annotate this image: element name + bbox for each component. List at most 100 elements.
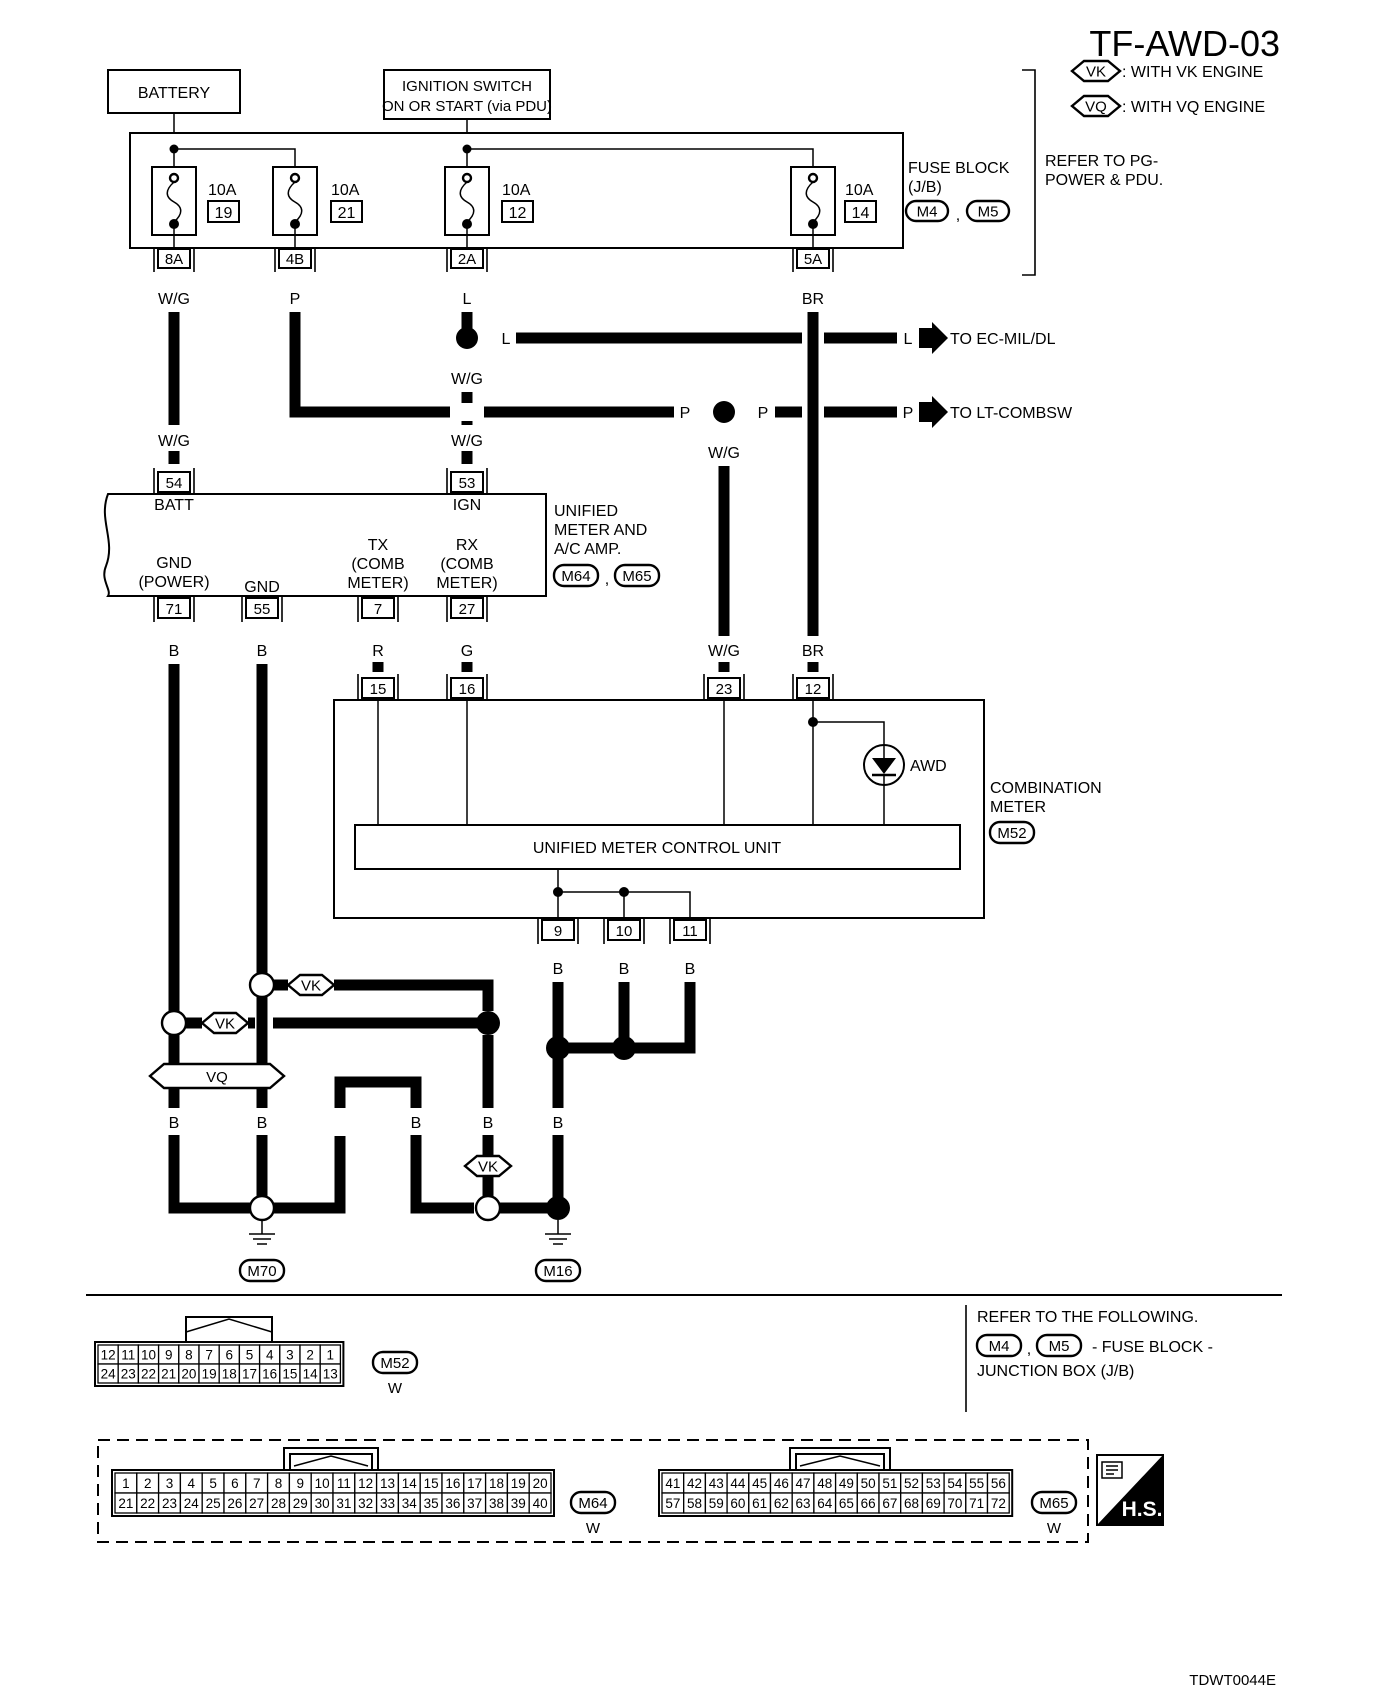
connector-m65-pin: 57 [665, 1496, 680, 1511]
gnd-wire-label-2: B [257, 1115, 268, 1132]
legend-vk-text: : WITH VK ENGINE [1122, 64, 1263, 81]
connector-m64-pin: 36 [445, 1496, 460, 1511]
connector-m65-pin: 42 [687, 1476, 702, 1491]
connector-m52-pin: 7 [205, 1348, 213, 1363]
connector-m65-pin: 69 [926, 1496, 941, 1511]
fuse-block-name2: (J/B) [908, 179, 942, 196]
pin-11: 11 [669, 918, 711, 944]
fuse-21: 10A 21 [272, 166, 363, 248]
wire-label-27: G [461, 643, 473, 660]
wire-label-55: B [257, 643, 268, 660]
connector-m65-pin: 56 [991, 1476, 1006, 1491]
connector-m64-pin: 30 [315, 1496, 330, 1511]
pin-15: 15 [357, 674, 399, 700]
comb-meter-connector: M52 [988, 820, 1036, 845]
connector-m64-pin: 7 [253, 1476, 261, 1491]
splice-open-55 [248, 971, 276, 999]
ground-symbol-m70 [249, 1233, 275, 1245]
func-gnd-power2: (POWER) [138, 574, 209, 591]
connector-m64-pin: 4 [188, 1476, 196, 1491]
svg-text:W: W [1047, 1520, 1062, 1537]
svg-text:,: , [605, 571, 609, 588]
legend-vk-label: VK [1086, 64, 1106, 81]
splice-open-vk-lower [474, 1194, 502, 1222]
svg-text:11: 11 [682, 923, 698, 940]
connector-m64-pin: 40 [533, 1496, 548, 1511]
fuse-refer-line2: POWER & PDU. [1045, 172, 1163, 189]
fuse-12: 10A 12 [444, 166, 534, 248]
connector-m64-pin: 34 [402, 1496, 418, 1511]
unified-meter-name2: METER AND [554, 522, 647, 539]
svg-text:54: 54 [166, 475, 183, 492]
connector-m65-pin: 45 [752, 1476, 767, 1491]
diagram-title: TF-AWD-03 [1089, 23, 1280, 64]
svg-text:W: W [388, 1380, 403, 1397]
connector-label-m64: M64 W [569, 1490, 617, 1537]
svg-text:8A: 8A [165, 251, 183, 268]
connector-m64-pin: 19 [511, 1476, 526, 1491]
connector-m52-pin: 1 [327, 1348, 335, 1363]
hs-badge: H.S. [1096, 1454, 1164, 1526]
battery-box [107, 69, 241, 114]
connector-m65-pin: 41 [665, 1476, 680, 1491]
p-label-right: P [758, 405, 769, 422]
connector-m65-pin: 55 [969, 1476, 984, 1491]
func-tx3: METER) [347, 575, 408, 592]
refer-following-connectors: M4 , M5 [975, 1333, 1083, 1358]
wire-b-71-lower [168, 1135, 250, 1214]
connector-m64-pin: 23 [162, 1496, 177, 1511]
fuse-19-number: 19 [215, 205, 233, 222]
awd-label: AWD [910, 758, 947, 775]
p-dest: TO LT-COMBSW [950, 405, 1073, 422]
connector-m64-pin: 28 [271, 1496, 286, 1511]
fuse-19-amps: 10A [208, 182, 237, 199]
svg-text:M5: M5 [1049, 1338, 1070, 1355]
comb-meter-name1: COMBINATION [990, 780, 1102, 797]
battery-label: BATTERY [138, 85, 211, 102]
wire-b-loop [274, 1076, 422, 1214]
l-dest-label: L [904, 331, 913, 348]
svg-text:16: 16 [459, 681, 476, 698]
ignition-line2: ON OR START (via PDU) [382, 98, 552, 115]
unified-meter-name1: UNIFIED [554, 503, 618, 520]
pin-71: 71 [153, 596, 195, 622]
fuse-14: 10A 14 [790, 166, 877, 248]
connector-m64-pin: 33 [380, 1496, 395, 1511]
svg-text:15: 15 [370, 681, 387, 698]
connector-m52-pin: 13 [323, 1367, 338, 1382]
func-rx2: (COMB [440, 556, 493, 573]
pin-55: 55 [241, 596, 283, 622]
wire-label-7: R [372, 643, 384, 660]
connector-m64-pin: 14 [402, 1476, 418, 1491]
vk-tag-middle: VK [200, 1011, 250, 1035]
terminal-2a: 2A [446, 248, 488, 272]
wire-label-54: W/G [158, 433, 190, 450]
svg-text:M70: M70 [247, 1263, 276, 1280]
fuse-21-amps: 10A [331, 182, 360, 199]
svg-text:23: 23 [716, 681, 733, 698]
connector-m52-pin: 2 [306, 1348, 314, 1363]
connector-m65-pin: 67 [882, 1496, 897, 1511]
pin-54: 54 [153, 468, 195, 494]
svg-text:2A: 2A [458, 251, 476, 268]
connector-m65-pin: 46 [774, 1476, 789, 1491]
wire-label-23: W/G [708, 643, 740, 660]
connector-m64-cell [528, 1492, 552, 1514]
connector-m65-pin: 59 [709, 1496, 724, 1511]
connector-m65-pin: 63 [796, 1496, 811, 1511]
connector-label-m65: M65 W [1030, 1490, 1078, 1537]
connector-m52-pin: 9 [165, 1348, 173, 1363]
wire-label-12: BR [802, 643, 824, 660]
connector-m65-pin: 68 [904, 1496, 919, 1511]
pin-10: 10 [603, 918, 645, 944]
connector-m64-pin: 8 [275, 1476, 283, 1491]
connector-m52-pin: 22 [141, 1367, 156, 1382]
svg-text:M65: M65 [1039, 1495, 1068, 1512]
splice-ground-m70 [248, 1194, 276, 1222]
func-gnd-power1: GND [156, 555, 192, 572]
svg-text:M64: M64 [578, 1495, 607, 1512]
connector-m64-pin: 20 [533, 1476, 548, 1491]
fuse-refer-line1: REFER TO PG- [1045, 153, 1158, 170]
